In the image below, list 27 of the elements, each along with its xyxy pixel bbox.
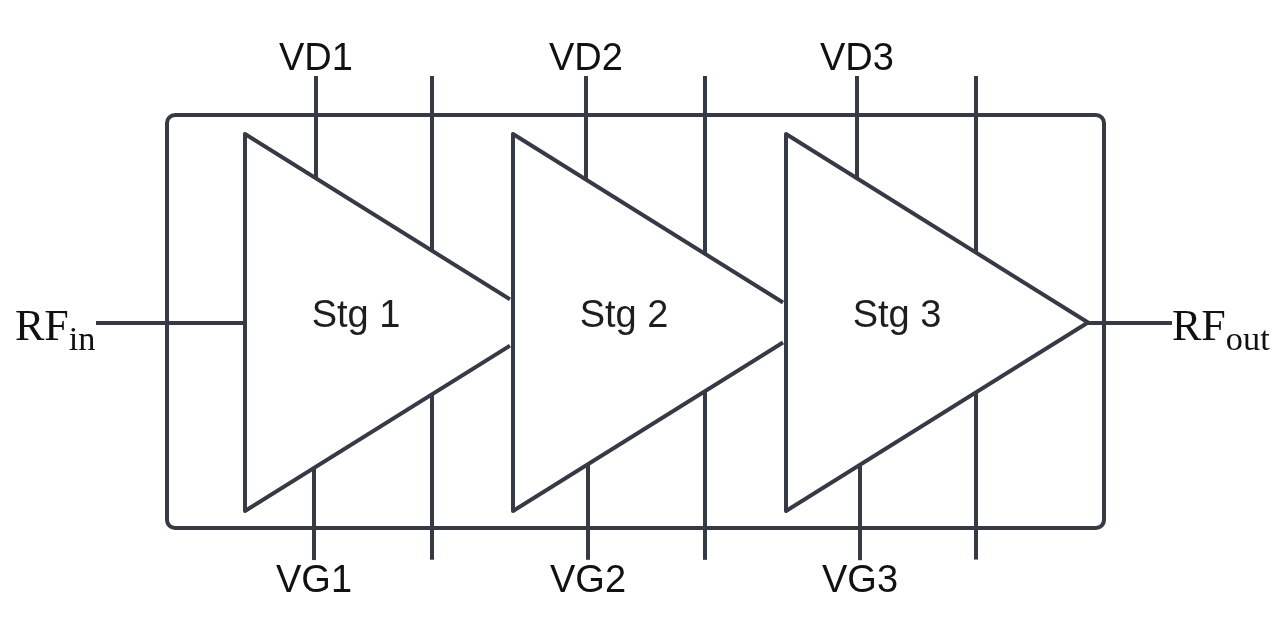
signal-line: [1088, 320, 1172, 325]
port-label: RF$_{out}$: [1172, 304, 1270, 348]
pin-line: [703, 76, 707, 254]
pin-line: [586, 464, 590, 560]
pin-line: [583, 76, 588, 180]
pin-line: [313, 76, 318, 179]
pin-label: VG1: [276, 560, 353, 598]
signal-line: [95, 320, 245, 325]
pin-label: VD1: [279, 38, 353, 76]
pin-line: [430, 394, 434, 560]
pin-line: [312, 467, 316, 560]
pin-label: VG2: [550, 560, 627, 598]
stage-label: Stg 1: [311, 295, 401, 333]
pin-label: VD2: [549, 38, 623, 76]
pin-label: VD3: [820, 38, 894, 76]
pin-line: [703, 391, 707, 560]
pin-line: [974, 76, 978, 253]
pin-line: [974, 392, 978, 560]
pin-line: [858, 464, 862, 560]
amplifier-triangle: [784, 132, 1090, 513]
module-outline: [165, 113, 1106, 530]
pin-line: [854, 76, 859, 179]
pin-line: [430, 76, 434, 251]
stage-label: Stg 2: [579, 295, 669, 333]
stage-label: Stg 3: [852, 295, 942, 333]
pin-label: VG3: [822, 560, 899, 598]
port-label: RF$_{in}$: [15, 304, 96, 348]
